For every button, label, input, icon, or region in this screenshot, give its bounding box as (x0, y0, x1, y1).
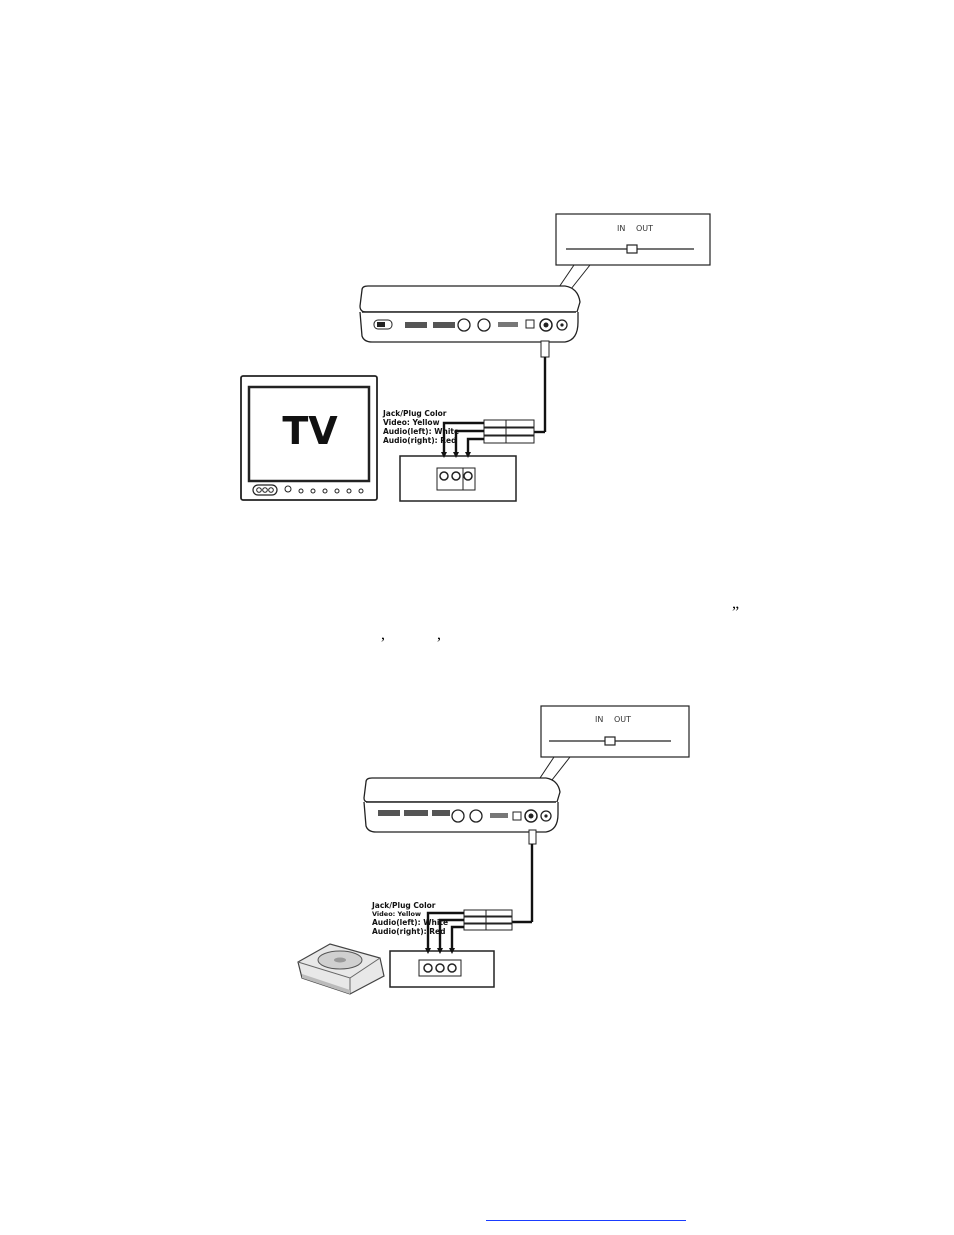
portable-dvd-player-icon (359, 285, 581, 343)
game-console-icon (297, 943, 385, 995)
switch2-slider-icon (604, 736, 616, 746)
footer-link-underline[interactable] (486, 1208, 686, 1221)
portable-dvd-player-2-icon (363, 777, 561, 833)
inset2-out-label: OUT (614, 715, 631, 724)
tv-label: TV (282, 409, 338, 453)
audio-right-jack-icon (463, 471, 473, 481)
tv-connection-diagram: IN OUT (240, 213, 711, 502)
legend2-audio-right: Audio(right): Red (372, 927, 446, 936)
switch-slider-icon (626, 244, 638, 254)
stray-comma-1: , (381, 626, 385, 643)
tv-icon: TV (240, 375, 378, 501)
in-out-switch-inset-2: IN OUT (519, 705, 690, 809)
av-cable-2 (426, 829, 537, 950)
legend-title: Jack/Plug Color (382, 409, 447, 418)
stray-comma-2: , (437, 626, 441, 643)
jack-color-legend-2: Jack/Plug Color Video: Yellow Audio(left… (371, 901, 448, 936)
inset-out-label: OUT (636, 224, 653, 233)
legend2-title: Jack/Plug Color (371, 901, 436, 910)
video-jack-icon (439, 471, 449, 481)
inset-in-label: IN (617, 224, 625, 233)
legend-audio-left: Audio(left): White (383, 427, 459, 436)
legend2-video: Video: Yellow (372, 910, 421, 918)
stray-quote-mark: ” (732, 604, 740, 621)
legend-video: Video: Yellow (383, 418, 440, 427)
av-cable (442, 340, 550, 452)
console-output-panel (389, 948, 495, 988)
jack-color-legend: Jack/Plug Color Video: Yellow Audio(left… (382, 409, 459, 445)
legend-audio-right: Audio(right): Red (383, 436, 457, 445)
audio-left-jack-icon (451, 471, 461, 481)
legend2-audio-left: Audio(left): White (372, 918, 448, 927)
in-out-switch-inset: IN OUT (537, 213, 711, 319)
inset2-in-label: IN (595, 715, 603, 724)
tv-input-panel (399, 452, 517, 502)
